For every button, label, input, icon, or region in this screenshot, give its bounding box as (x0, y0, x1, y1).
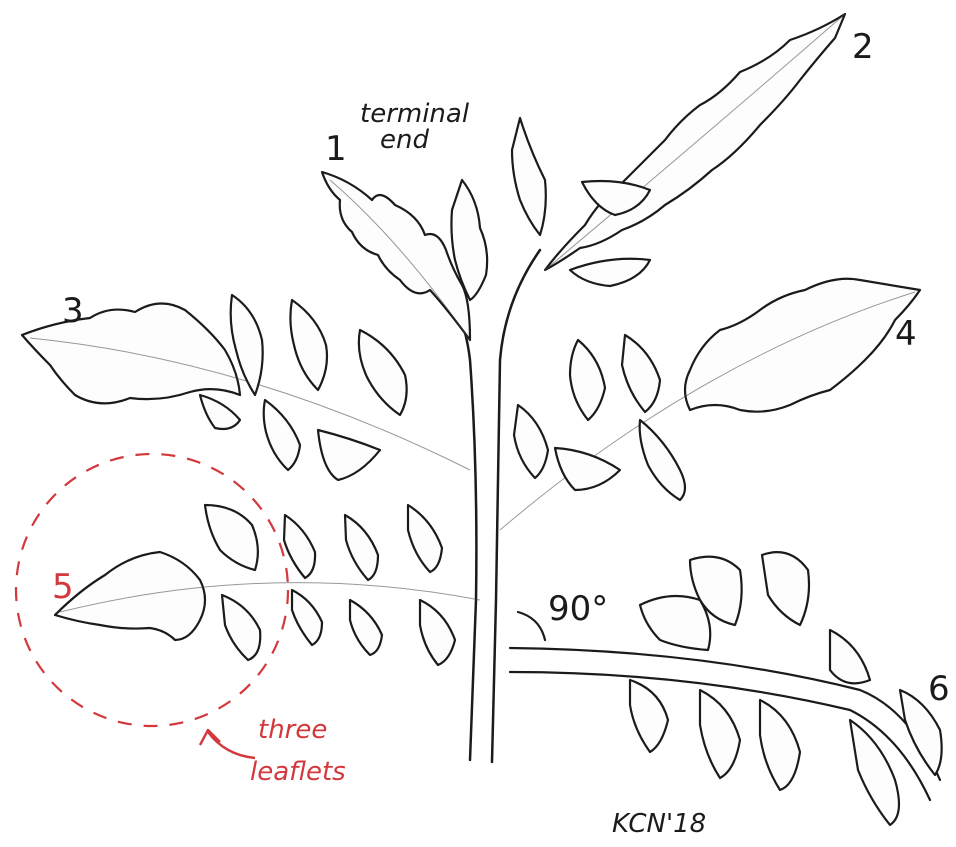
leaf-4 (500, 279, 920, 530)
leaf-label-6: 6 (928, 669, 950, 709)
angle-marker: 90° (518, 589, 608, 640)
leaf-2 (512, 14, 845, 286)
signature: KCN'18 (612, 809, 706, 839)
leaf-3 (22, 295, 470, 480)
terminal-end-label-line2: end (380, 125, 429, 155)
callout-label-line2: leaflets (250, 757, 346, 787)
angle-label: 90° (548, 589, 608, 629)
leaf-label-1: 1 (325, 129, 347, 169)
leaf-5 (55, 505, 480, 665)
leaf-1-terminal (322, 172, 487, 340)
leaf-label-5: 5 (52, 567, 74, 607)
callout-label-line1: three (258, 715, 327, 745)
main-stem (410, 240, 540, 762)
leaf-label-3: 3 (62, 291, 84, 331)
leaf-label-4: 4 (895, 314, 917, 354)
leaf-label-2: 2 (852, 27, 874, 67)
